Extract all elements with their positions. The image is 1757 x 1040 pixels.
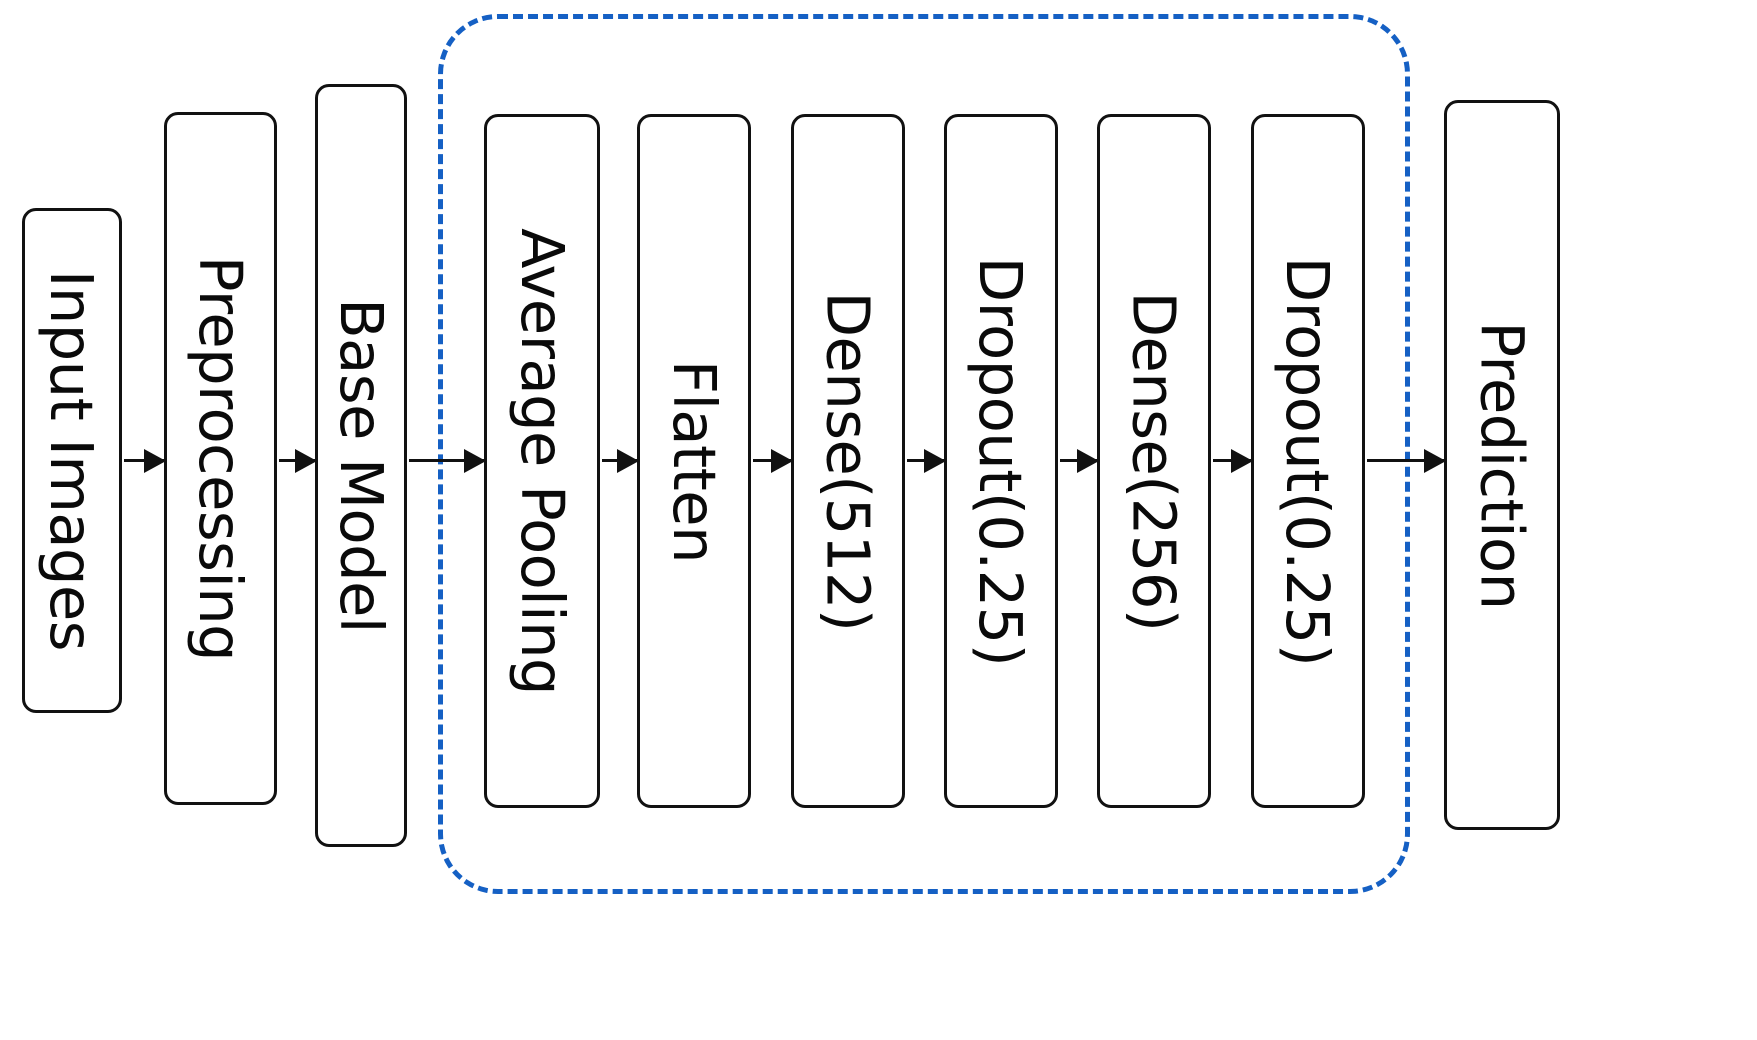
layer-label-flatten: Flatten [659,359,729,563]
layer-box-dropout-1[interactable]: Dropout(0.25) [944,114,1058,808]
arrow-dense-256-to-dropout-2 [1213,459,1251,462]
layer-label-dense-256: Dense(256) [1119,291,1189,631]
layer-label-base-model: Base Model [326,298,396,633]
layer-box-dense-256[interactable]: Dense(256) [1097,114,1211,808]
layer-label-dropout-2: Dropout(0.25) [1273,256,1343,666]
arrow-dense-512-to-dropout-1 [907,459,944,462]
layer-box-preprocessing[interactable]: Preprocessing [164,112,277,805]
layer-label-input-images: Input Images [37,269,107,652]
layer-box-flatten[interactable]: Flatten [637,114,751,808]
arrow-flatten-to-dense-512 [753,459,791,462]
layer-box-dense-512[interactable]: Dense(512) [791,114,905,808]
layer-box-base-model[interactable]: Base Model [315,84,407,847]
layer-box-prediction[interactable]: Prediction [1444,100,1560,830]
layer-label-preprocessing: Preprocessing [186,255,256,662]
layer-box-dropout-2[interactable]: Dropout(0.25) [1251,114,1365,808]
layer-label-dropout-1: Dropout(0.25) [966,256,1036,666]
layer-box-input-images[interactable]: Input Images [22,208,122,713]
arrow-preprocessing-to-base-model [279,459,315,462]
arrow-base-model-to-average-pooling [409,459,484,462]
arrow-dropout-2-to-prediction [1367,459,1444,462]
layer-label-prediction: Prediction [1467,320,1537,610]
arrow-input-images-to-preprocessing [124,459,164,462]
layer-label-average-pooling: Average Pooling [507,227,577,695]
layer-label-dense-512: Dense(512) [813,291,883,631]
custom-head-group-region [438,14,1410,894]
layer-box-average-pooling[interactable]: Average Pooling [484,114,600,808]
arrow-average-pooling-to-flatten [602,459,637,462]
arrow-dropout-1-to-dense-256 [1060,459,1097,462]
